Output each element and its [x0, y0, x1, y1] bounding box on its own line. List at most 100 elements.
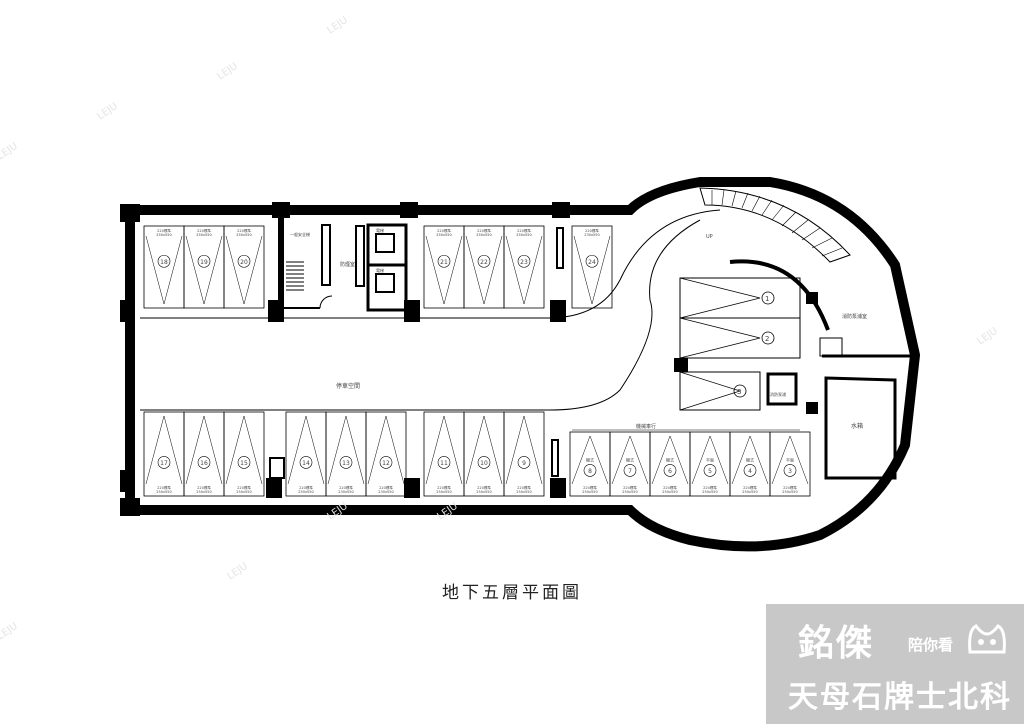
stall-number: 13	[342, 460, 350, 467]
stall-tag: 220標準	[623, 485, 637, 490]
stall-dim: 250x550	[622, 490, 637, 494]
stall-dim: 250x550	[436, 490, 451, 494]
stall-number: 9	[522, 460, 526, 467]
fire-pump-label: 消防泵浦	[770, 391, 786, 397]
stall-tag: 220標準	[237, 228, 251, 233]
stall-tag: 220標準	[157, 228, 171, 233]
outer-wall	[125, 177, 921, 552]
stall-tag: 220標準	[585, 228, 599, 233]
stall-number: 8	[588, 468, 592, 475]
stall-tag: 220標準	[197, 485, 211, 490]
stall-type: 機式	[746, 456, 754, 462]
stall-number: 14	[302, 460, 310, 467]
stall-tag: 220標準	[703, 485, 717, 490]
spiral-ramp	[699, 187, 851, 263]
stall-number: 16	[200, 460, 208, 467]
stall-number: 3	[788, 468, 792, 475]
stall-tag: 220標準	[517, 228, 531, 233]
stall-dim: 250x550	[662, 490, 677, 494]
stall-tag: 220標準	[517, 485, 531, 490]
stall-type: 機式	[586, 456, 594, 462]
stall-number: 17	[160, 460, 168, 467]
stair-up-label: UP	[706, 234, 713, 240]
stall-number: 18	[160, 259, 168, 266]
stall-dim: 250x550	[236, 490, 251, 494]
plan-title: 地下五層平面圖	[442, 583, 582, 603]
shelter-label: 防煙室	[340, 261, 355, 268]
stall-tag: 220標準	[437, 228, 451, 233]
logo-sub-text: 陪你看	[908, 636, 954, 654]
stall-number: 4	[748, 468, 752, 475]
ramp-stall-1: 1	[765, 295, 769, 303]
parking-area-label: 停車空間	[336, 382, 360, 390]
stall-dim: 250x550	[236, 233, 251, 237]
stall-dim: 230x550	[378, 490, 393, 494]
stall-tag: 220標準	[197, 228, 211, 233]
stall-dim: 250x550	[782, 490, 797, 494]
stall-number: 22	[480, 259, 488, 266]
stall-dim: 250x550	[196, 490, 211, 494]
stall-tag: 220標準	[379, 485, 393, 490]
cat-face-icon	[968, 624, 1006, 654]
stall-tag: 220標準	[299, 485, 313, 490]
stall-tag: 220標準	[743, 485, 757, 490]
stall-number: 15	[240, 460, 248, 467]
stall-number: 23	[520, 259, 528, 266]
stall-dim: 250x550	[436, 233, 451, 237]
stall-type: 機式	[626, 456, 634, 462]
stall-tag: 220標準	[783, 485, 797, 490]
svg-text:LEJU: LEJU	[325, 501, 349, 523]
svg-text:LEJU: LEJU	[0, 141, 20, 163]
top-row-stalls: 220標準250x55018220標準250x55019220標準250x550…	[143, 225, 613, 309]
stall-number: 24	[588, 259, 596, 266]
fire-equipment-room-label: 消防泵浦室	[842, 313, 867, 320]
stall-number: 7	[628, 468, 632, 475]
stall-number: 6	[668, 468, 672, 475]
stall-tag: 220標準	[477, 228, 491, 233]
stall-tag: 220標準	[237, 485, 251, 490]
stall-tag: 220標準	[437, 485, 451, 490]
stall-dim: 250x550	[476, 233, 491, 237]
stall-type: 機式	[666, 456, 674, 462]
stall-number: 10	[480, 460, 488, 467]
stall-number: 20	[240, 259, 248, 266]
stall-dim: 250x550	[702, 490, 717, 494]
bottom-row-stalls: 17220標準250x55016220標準250x55015220標準250x5…	[143, 411, 545, 497]
water-tank	[824, 376, 897, 480]
svg-text:LEJU: LEJU	[95, 101, 119, 123]
svg-text:LEJU: LEJU	[0, 621, 20, 643]
logo-bottom-text: 天母石牌士北科	[788, 680, 1012, 715]
stall-number: 11	[440, 460, 448, 467]
stall-dim: 250x550	[582, 490, 597, 494]
stall-dim: 230x550	[584, 233, 599, 237]
drive-aisle-edge	[140, 209, 721, 319]
stall-dim: 250x550	[476, 490, 491, 494]
elevator-a-label: 電梯	[376, 227, 384, 233]
stall-dim: 250x550	[156, 490, 171, 494]
stall-tag: 220標準	[157, 485, 171, 490]
elevator-b-label: 電梯	[376, 267, 384, 273]
stall-number: 19	[200, 259, 208, 266]
stall-dim: 250x550	[196, 233, 211, 237]
stall-number: 21	[440, 259, 448, 266]
